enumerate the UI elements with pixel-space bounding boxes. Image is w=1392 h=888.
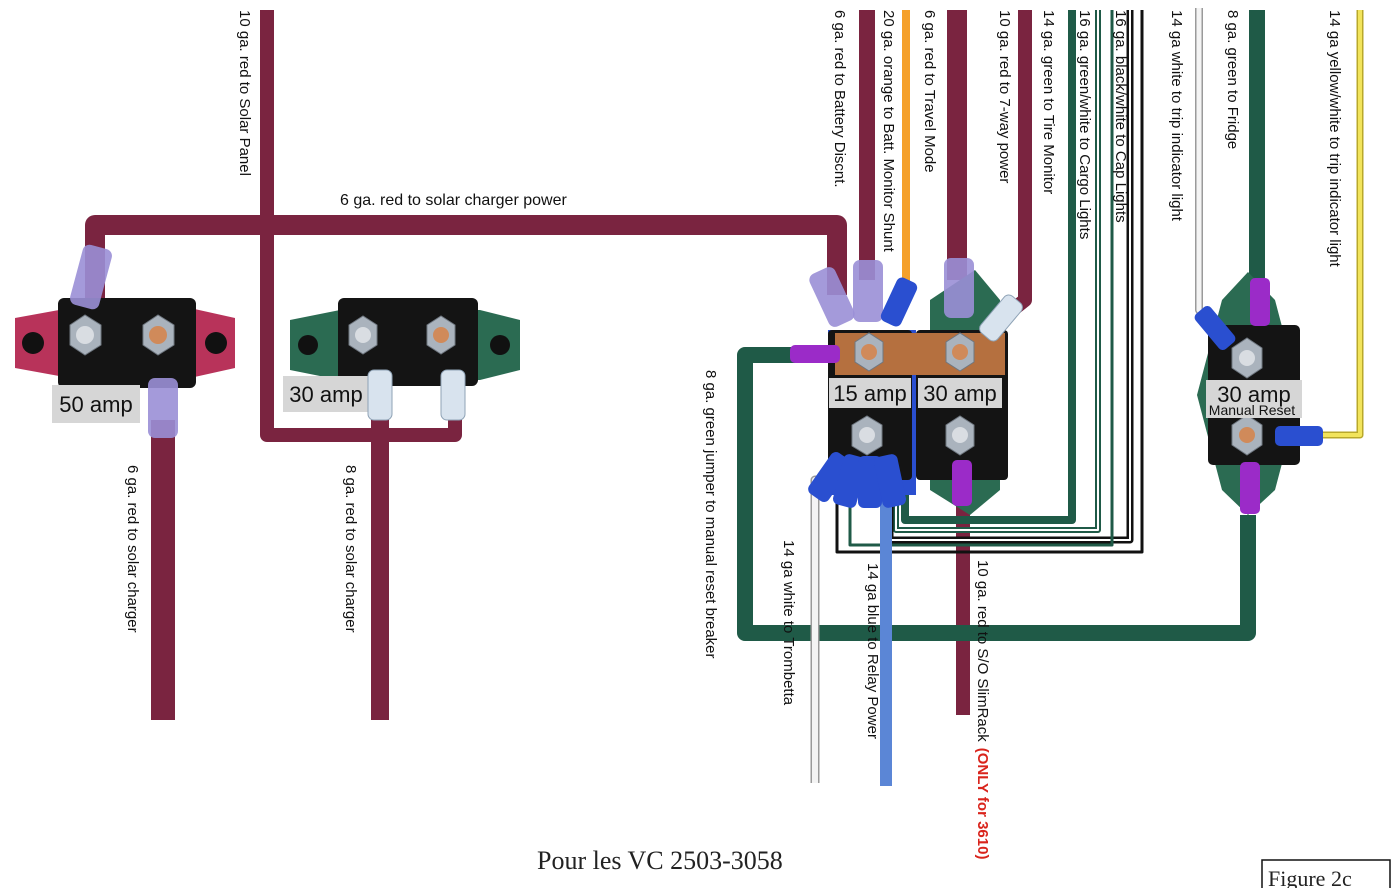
terminal-magenta [952,460,972,506]
terminal-blue [873,454,907,508]
breaker-15-stud-bottom-center [859,427,875,443]
wires [85,8,1364,786]
mount-screw-icon [205,332,227,354]
wire-black-loop [835,10,1144,554]
wire-green-loop [848,10,1114,547]
breaker-15-stud-top-copper [861,344,877,360]
label-cap-lights: 16 ga. black/white to Cap Lights [1112,10,1129,223]
terminals [70,244,1323,514]
terminal-purple [70,244,112,310]
terminal-purple [809,267,855,327]
label-relay-power: 14 ga blue to Relay Power [864,563,881,739]
breaker-30c-label-box [1206,380,1302,418]
terminal-blue [880,277,918,327]
caption: Pour les VC 2503-3058 [537,846,783,875]
label-batt-monitor: 20 ga. orange to Batt. Monitor Shunt [880,10,897,253]
breaker-50-label: 50 amp [59,392,132,417]
breaker-50-amp: 50 amp [15,298,235,423]
terminal-magenta [1250,278,1270,326]
label-battery-discnt: 6 ga. red to Battery Discnt. [831,10,848,188]
breaker-30a-stud-left-center [355,327,371,343]
wire-14ga-white-trip-core [1196,8,1215,332]
wire-yellow-trip-core [1320,10,1362,437]
label-solar-panel: 10 ga. red to Solar Panel [236,10,253,176]
label-trombetta: 14 ga white to Trombetta [780,540,797,706]
mount-screw-icon [298,335,318,355]
terminal-clear [979,294,1023,342]
label-fridge: 8 ga. green to Fridge [1224,10,1241,149]
label-cargo-lights: 16 ga. green/white to Cargo Lights [1076,10,1093,239]
label-tire-monitor: 14 ga. green to Tire Monitor [1040,10,1057,194]
wire-labels: 10 ga. red to Solar Panel 6 ga. red to s… [124,10,1343,859]
breaker-30a-label-box [283,376,369,412]
label-travel-mode: 6 ga. red to Travel Mode [921,10,938,173]
breaker-30b-label: 30 amp [923,381,996,406]
breaker-50-label-box [52,385,140,423]
label-8ga-solar-charger: 8 ga. red to solar charger [342,465,359,633]
breaker-30b-label-box [918,378,1002,408]
label-slimrack: 10 ga. red to S/O SlimRack (ONLY for 3610… [974,560,991,859]
breaker-30a-stud-right-copper [433,327,449,343]
breaker-50-stud-left-center [76,326,94,344]
label-jumper: 8 ga. green jumper to manual reset break… [702,370,719,659]
breaker-30b-stud-bottom-center [952,427,968,443]
label-6ga-solar-charger: 6 ga. red to solar charger [124,465,141,633]
terminal-purple [944,258,974,318]
mount-screw-icon [22,332,44,354]
terminal-blue [808,451,852,503]
label-trip-yellow: 14 ga yellow/white to trip indicator lig… [1326,10,1343,268]
terminal-blue [1275,426,1323,446]
terminal-purple [853,260,883,322]
mount-screw-icon [490,335,510,355]
terminal-magenta [1240,462,1260,514]
label-trip-white: 14 ga white to trip indicator light [1168,10,1185,222]
terminal-purple [148,378,178,438]
breaker-30a-label: 30 amp [289,382,362,407]
breaker-15-label-box [829,378,911,408]
label-solar-charger-power: 6 ga. red to solar charger power [340,192,567,209]
label-slimrack-text: 10 ga. red to S/O SlimRack [974,560,991,742]
terminal-clear [367,369,393,421]
figure-label: Figure 2c [1261,859,1391,888]
terminal-clear [440,369,466,421]
breaker-15-label: 15 amp [833,381,906,406]
breaker-30c-label: 30 amp [1217,382,1290,407]
wire-8ga-green-jumper [737,347,1256,641]
label-7way: 10 ga. red to 7-way power [996,10,1013,183]
breaker-30b-stud-top-copper [952,344,968,360]
breaker-50-stud-right-copper [149,326,167,344]
breaker-30-amp-solar: 30 amp [283,298,520,412]
terminal-magenta [790,345,840,363]
breaker-30c-stud-top-center [1239,350,1255,366]
figure-label-box [1261,859,1391,888]
breaker-30c-sublabel: Manual Reset [1209,402,1295,418]
breaker-30c-stud-bottom-copper [1239,427,1255,443]
label-slimrack-note: (ONLY for 3610) [974,748,991,860]
terminal-blue [1194,305,1236,351]
figure-label-text: Figure 2c [1268,866,1352,888]
